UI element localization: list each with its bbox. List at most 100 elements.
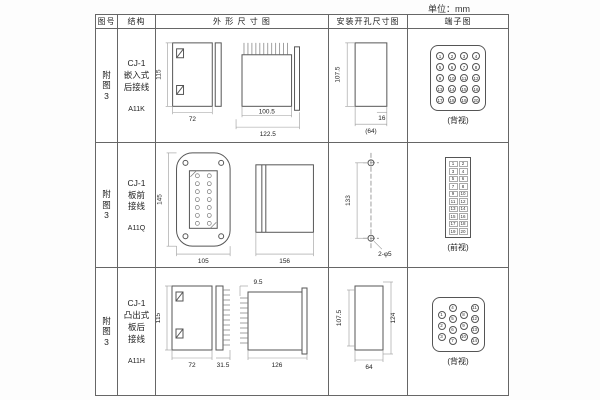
terminal-number: 6: [458, 175, 468, 182]
dim-front-height: 115: [156, 69, 162, 80]
terminal-circle: 7: [448, 336, 457, 345]
terminal-pins: [243, 42, 288, 55]
terminal-number: 8: [458, 183, 468, 190]
terminal-circle: 9: [459, 321, 468, 330]
install-cell-row2: 133 2-φ5: [329, 143, 408, 268]
terminal-circle: 3: [460, 52, 468, 60]
col-header-structure: 结构: [118, 15, 156, 29]
terminal-number: 7: [448, 183, 458, 190]
dimension-lines: [165, 42, 300, 130]
dim-cutout-width: 64: [365, 364, 373, 371]
dim-body-length: 126: [271, 362, 282, 369]
terminal-studs: [189, 170, 216, 229]
terminal-view-caption: (背视): [447, 356, 469, 366]
outline-drawing-a11h: 115 72 31.5 9.5 126: [156, 279, 307, 369]
install-cell-row1: 107.5 16 (64): [329, 29, 408, 143]
dimension-table: 图号 结构 外 形 尺 寸 图 安装开孔尺寸图 端子图 附图3 CJ-1 嵌入式…: [95, 14, 509, 396]
front-view: [171, 285, 223, 351]
terminal-number: 17: [448, 220, 458, 227]
unit-label: 单位：mm: [428, 4, 470, 14]
outline-drawing-a11q: 145 105 156: [156, 152, 314, 265]
terminal-circle: 4: [472, 52, 480, 60]
dim-plate-height: 145: [156, 194, 163, 205]
fig-number: 附图3: [102, 315, 111, 347]
terminal-circle: 11: [470, 303, 479, 312]
dimension-lines: [166, 152, 314, 257]
dim-cutout-width: (64): [365, 128, 376, 135]
fig-cell-row3: 附图3: [96, 268, 118, 395]
terminal-number: 2: [458, 160, 468, 167]
terminal-number: 5: [448, 175, 458, 182]
dim-front-width: 72: [188, 116, 196, 123]
terminal-circle: 1: [436, 52, 444, 60]
terminal-circle: 5: [448, 314, 457, 323]
side-view: [241, 46, 300, 111]
col-header-outline: 外 形 尺 寸 图: [156, 15, 329, 29]
terminal-circle: 6: [448, 325, 457, 334]
structure-cell-row3: CJ-1 凸出式 板后 接线 A11H: [118, 268, 156, 395]
outline-cell-row3: 115 72 31.5 9.5 126: [156, 268, 329, 395]
terminal-circle: 9: [436, 74, 444, 82]
front-view: [171, 42, 222, 107]
dim-front-width: 72: [188, 362, 196, 369]
centerlines: [362, 152, 379, 249]
terminal-number: 9: [448, 190, 458, 197]
terminal-number: 3: [448, 168, 458, 175]
terminal-number: 14: [458, 205, 468, 212]
terminal-view-caption: (背视): [447, 116, 469, 125]
dimension-lines: [346, 281, 393, 362]
install-drawing-a11q: 133 2-φ5: [345, 152, 392, 258]
terminal-number: 20: [458, 228, 468, 235]
install-drawing-a11k: 107.5 16 (64): [334, 42, 387, 135]
terminal-circle: 19: [460, 96, 468, 104]
mounting-plate: [175, 152, 231, 247]
dimension-lines: [344, 42, 387, 127]
terminal-circle: 12: [472, 74, 480, 82]
dim-body-length: 156: [279, 258, 290, 265]
install-drawing-a11h: 107.5 124 64: [336, 281, 397, 371]
fig-cell-row1: 附图3: [96, 29, 118, 143]
col-header-terminal: 端子图: [408, 15, 508, 29]
terminal-circle: 15: [460, 85, 468, 93]
terminal-number: 4: [458, 168, 468, 175]
terminal-number: 16: [458, 213, 468, 220]
dim-hole-spacing: 107.5: [336, 309, 343, 326]
dim-hole-span: 133: [345, 195, 352, 206]
rear-pins: [239, 297, 248, 344]
terminal-circle: 11: [460, 74, 468, 82]
dim-body-width: 100.5: [258, 108, 275, 115]
fig-cell-row2: 附图3: [96, 143, 118, 268]
structure-text: CJ-1 凸出式 板后 接线: [123, 298, 150, 344]
dim-hole-callout: 2-φ5: [378, 251, 392, 258]
terminal-number: 19: [448, 228, 458, 235]
dimension-lines: [164, 285, 307, 360]
fig-number: 附图3: [102, 69, 111, 101]
model-code: A11K: [128, 105, 145, 113]
structure-cell-row1: CJ-1 嵌入式 后接线 A11K: [118, 29, 156, 143]
terminal-circle: 7: [460, 63, 468, 71]
terminal-number: 13: [448, 205, 458, 212]
structure-text: CJ-1 嵌入式 后接线: [123, 58, 150, 92]
col-header-fig: 图号: [96, 15, 118, 29]
terminal-circle: 16: [472, 85, 480, 93]
dim-front-height: 115: [156, 312, 162, 323]
terminal-circle: 12: [470, 314, 479, 323]
terminal-circle: 18: [448, 96, 456, 104]
col-header-install: 安装开孔尺寸图: [329, 15, 408, 29]
mounting-holes: [367, 159, 374, 242]
model-code: A11Q: [127, 225, 146, 233]
terminal-number: 15: [448, 213, 458, 220]
terminal-circle: 3: [437, 332, 446, 341]
terminal-circle: 10: [459, 332, 468, 341]
